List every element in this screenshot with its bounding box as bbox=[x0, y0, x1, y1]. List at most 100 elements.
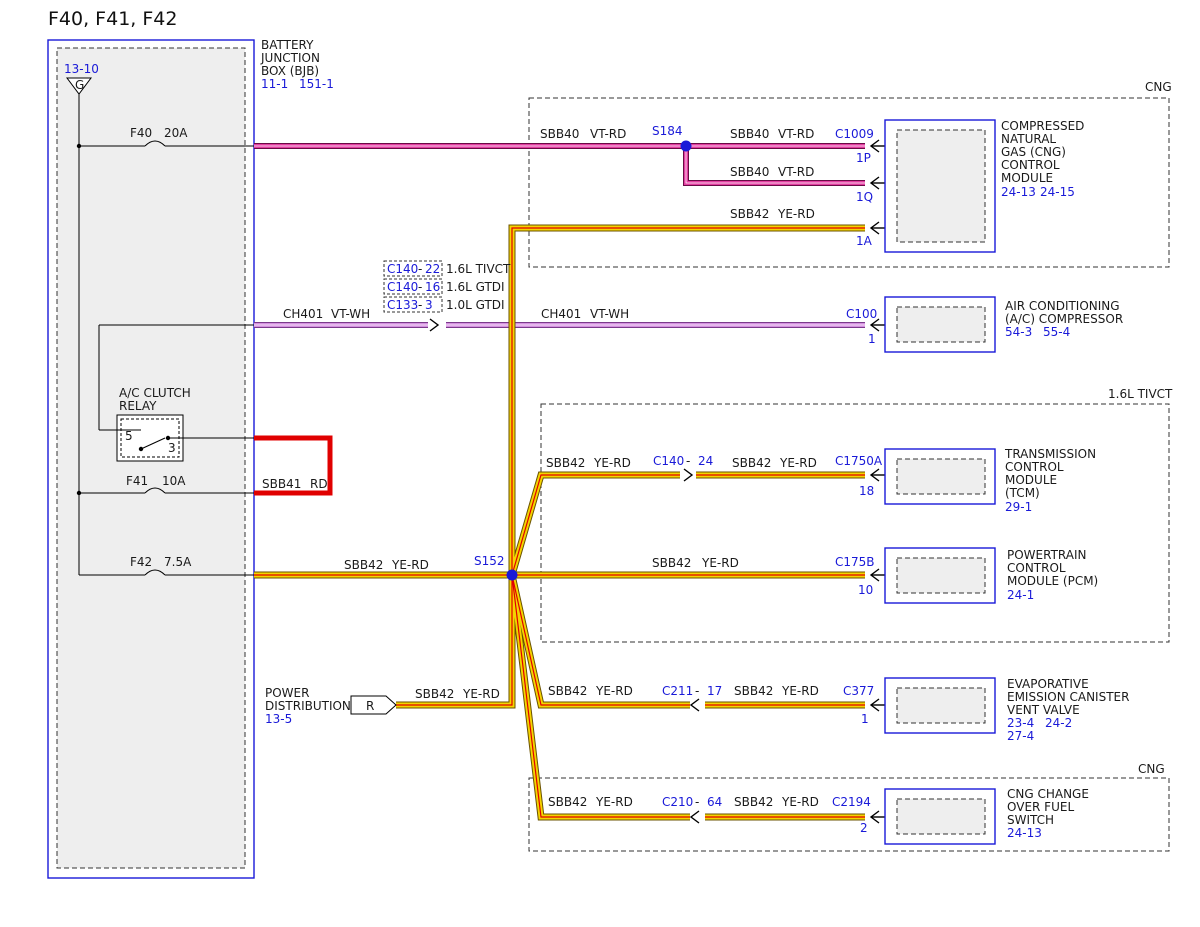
module-page-link[interactable]: 27-4 bbox=[1007, 729, 1034, 743]
inline-conn[interactable]: C140 bbox=[653, 454, 684, 468]
inline-pin[interactable]: 22 bbox=[425, 262, 440, 276]
module-name: COMPRESSED bbox=[1001, 119, 1084, 133]
wire-label: SBB40 bbox=[540, 127, 579, 141]
wire-label: SBB42 bbox=[344, 558, 383, 572]
module-page-link[interactable]: 23-4 bbox=[1007, 716, 1034, 730]
relay-label: RELAY bbox=[119, 399, 157, 413]
module-name: POWERTRAIN bbox=[1007, 548, 1087, 562]
ground-glyph: G bbox=[75, 78, 84, 92]
splice-label[interactable]: S184 bbox=[652, 124, 683, 138]
inline-note: 1.6L GTDI bbox=[446, 280, 505, 294]
wire-label: YE-RD bbox=[777, 207, 815, 221]
connector-id[interactable]: C1750A bbox=[835, 454, 883, 468]
wire-label: YE-RD bbox=[701, 556, 739, 570]
module-name: NATURAL bbox=[1001, 132, 1056, 146]
module-page-link[interactable]: 55-4 bbox=[1043, 325, 1070, 339]
relay-pin: 5 bbox=[125, 429, 133, 443]
wire-sbb40 bbox=[254, 143, 865, 186]
connector-id[interactable]: C100 bbox=[846, 307, 877, 321]
power-dist-page-link[interactable]: 13-5 bbox=[265, 712, 292, 726]
wire-label: VT-WH bbox=[331, 307, 370, 321]
module-cng-changeover-switch[interactable] bbox=[884, 788, 996, 845]
splice-label[interactable]: S152 bbox=[474, 554, 505, 568]
connector-pin: 1 bbox=[861, 712, 869, 726]
inline-note: 1.6L TIVCT bbox=[446, 262, 511, 276]
inline-pin[interactable]: 64 bbox=[707, 795, 722, 809]
inline-conn[interactable]: C210 bbox=[662, 795, 693, 809]
module-page-link[interactable]: 29-1 bbox=[1005, 500, 1032, 514]
module-name: VENT VALVE bbox=[1007, 703, 1080, 717]
wire-label: SBB42 bbox=[734, 795, 773, 809]
inline-note: 1.0L GTDI bbox=[446, 298, 505, 312]
bjb-page-link[interactable]: 151-1 bbox=[299, 77, 334, 91]
wire-label: CH401 bbox=[283, 307, 323, 321]
module-name: CNG CHANGE bbox=[1007, 787, 1089, 801]
fuse-name: F42 bbox=[130, 555, 152, 569]
module-tcm[interactable] bbox=[884, 448, 996, 505]
inline-conn[interactable]: C133 bbox=[387, 298, 418, 312]
bjb-ref[interactable]: 13-10 bbox=[64, 62, 99, 76]
module-pcm[interactable] bbox=[884, 547, 996, 604]
inline-conn[interactable]: C140 bbox=[387, 280, 418, 294]
module-name: EVAPORATIVE bbox=[1007, 677, 1089, 691]
wire-label: SBB42 bbox=[732, 456, 771, 470]
connector-id[interactable]: C1009 bbox=[835, 127, 874, 141]
connector-id[interactable]: C377 bbox=[843, 684, 874, 698]
connector-pin: 10 bbox=[858, 583, 873, 597]
fuse-f41 bbox=[76, 487, 254, 496]
group-label: CNG bbox=[1138, 762, 1165, 776]
module-page-link[interactable]: 24-15 bbox=[1040, 185, 1075, 199]
module-name: CONTROL bbox=[1005, 460, 1064, 474]
module-page-link[interactable]: 54-3 bbox=[1005, 325, 1032, 339]
wire-label: SBB42 bbox=[548, 684, 587, 698]
connector-id[interactable]: C2194 bbox=[832, 795, 871, 809]
inline-pin[interactable]: 24 bbox=[698, 454, 713, 468]
module-name: (TCM) bbox=[1005, 486, 1040, 500]
connector-pin: 1Q bbox=[856, 190, 873, 204]
wire-label: VT-RD bbox=[778, 165, 814, 179]
module-name: GAS (CNG) bbox=[1001, 145, 1066, 159]
relay-icon bbox=[98, 324, 254, 462]
dash: - bbox=[418, 298, 422, 312]
module-page-link[interactable]: 24-1 bbox=[1007, 588, 1034, 602]
wire-label: YE-RD bbox=[391, 558, 429, 572]
module-page-link[interactable]: 24-13 bbox=[1007, 826, 1042, 840]
module-page-link[interactable]: 24-2 bbox=[1045, 716, 1072, 730]
splice-s152[interactable] bbox=[506, 569, 518, 581]
module-name: (A/C) COMPRESSOR bbox=[1005, 312, 1123, 326]
wire-label: SBB42 bbox=[546, 456, 585, 470]
connector-id[interactable]: C175B bbox=[835, 555, 875, 569]
power-dist-ref-icon[interactable] bbox=[350, 695, 397, 715]
dash: - bbox=[418, 262, 422, 276]
wire-label: SBB42 bbox=[415, 687, 454, 701]
module-connector-arrows bbox=[869, 139, 885, 824]
inline-pin[interactable]: 3 bbox=[425, 298, 433, 312]
dash: - bbox=[418, 280, 422, 294]
module-name: MODULE bbox=[1001, 171, 1053, 185]
module-name: MODULE (PCM) bbox=[1007, 574, 1098, 588]
module-name: CONTROL bbox=[1007, 561, 1066, 575]
module-ac-compressor[interactable] bbox=[884, 296, 996, 353]
module-cng[interactable] bbox=[884, 119, 996, 253]
wire-label: SBB42 bbox=[652, 556, 691, 570]
inline-conn[interactable]: C140 bbox=[387, 262, 418, 276]
module-page-link[interactable]: 24-13 bbox=[1001, 185, 1036, 199]
wire-label: VT-RD bbox=[778, 127, 814, 141]
wire-sbb42 bbox=[254, 224, 865, 821]
module-name: CONTROL bbox=[1001, 158, 1060, 172]
inline-pin[interactable]: 17 bbox=[707, 684, 722, 698]
fuse-name: F41 bbox=[126, 474, 148, 488]
module-evap-vent-valve[interactable] bbox=[884, 677, 996, 734]
wire-label: YE-RD bbox=[595, 684, 633, 698]
wire-label: YE-RD bbox=[593, 456, 631, 470]
splice-s184[interactable] bbox=[680, 140, 692, 152]
inline-connector-arrows bbox=[429, 318, 700, 824]
group-cng-bottom bbox=[528, 777, 1170, 852]
bjb-page-link[interactable]: 11-1 bbox=[261, 77, 288, 91]
wire-label: SBB42 bbox=[548, 795, 587, 809]
bjb-name-line: BOX (BJB) bbox=[261, 64, 319, 78]
inline-conn[interactable]: C211 bbox=[662, 684, 693, 698]
wire-label: VT-RD bbox=[590, 127, 626, 141]
inline-pin[interactable]: 16 bbox=[425, 280, 440, 294]
